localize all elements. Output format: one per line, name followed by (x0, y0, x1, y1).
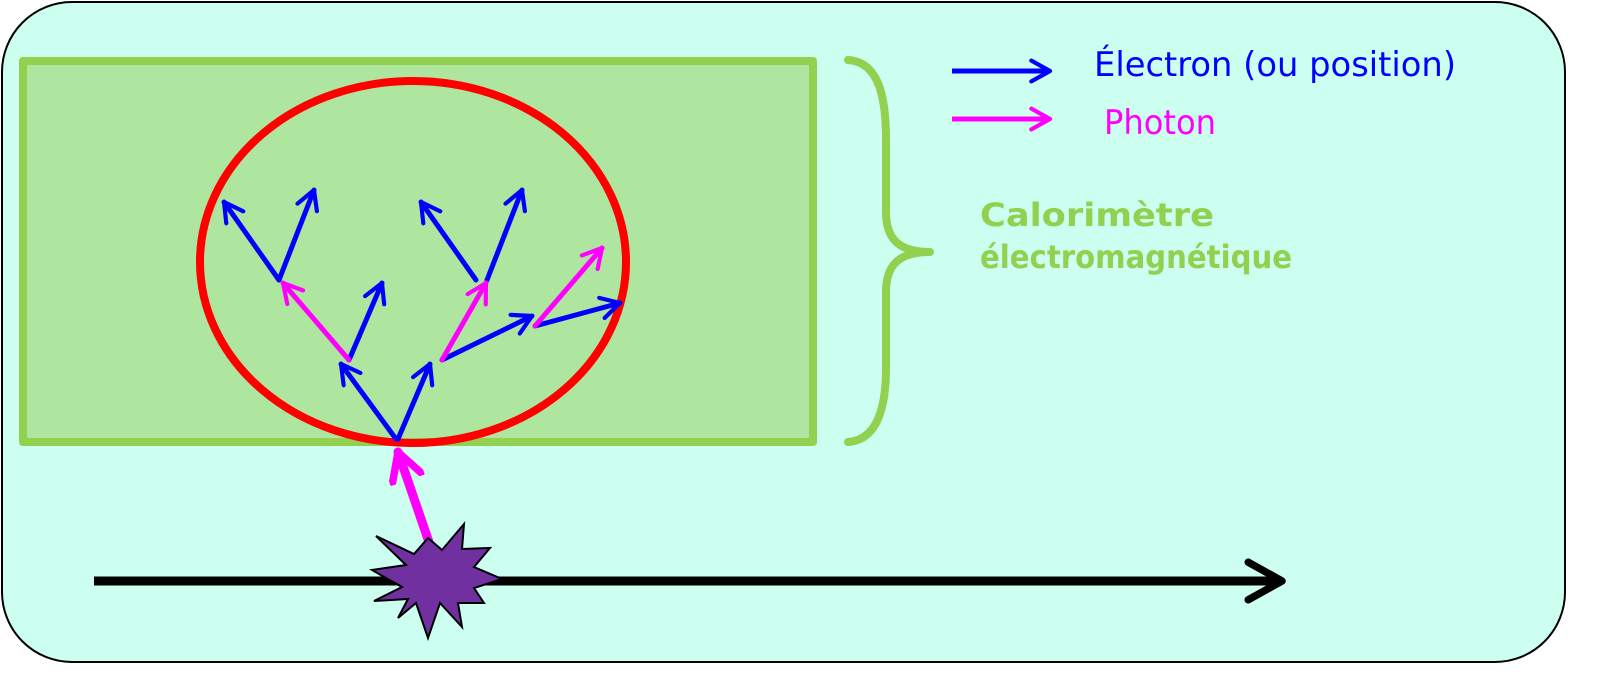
electron-arrow (346, 280, 387, 363)
electron-arrows (221, 187, 623, 442)
electron-arrow (221, 199, 282, 283)
photon-arrow (532, 245, 605, 329)
photon-arrow (439, 280, 489, 363)
legend: Électron (ou position) Photon (952, 44, 1456, 143)
electron-arrow (395, 361, 435, 442)
electron-arrow (276, 187, 319, 283)
photon-arrow (280, 280, 352, 363)
electron-arrow (484, 187, 527, 283)
electron-arrow (418, 199, 479, 283)
starburst-icon (368, 520, 505, 642)
electron-arrow (338, 361, 399, 442)
electron-arrow (532, 295, 623, 329)
legend-electron-label: Électron (ou position) (1094, 44, 1456, 85)
calorimeter-label-line1: Calorimètre (980, 196, 1214, 234)
electron-arrow (439, 312, 535, 363)
legend-photon-label: Photon (1104, 103, 1216, 143)
calorimeter-box (19, 57, 817, 446)
photon-arrows (280, 245, 605, 363)
curly-brace-icon (844, 56, 934, 446)
calorimeter-label-line2: électromagnétique (980, 238, 1292, 276)
incoming-photon-arrow (398, 447, 435, 550)
shower-ellipse (196, 77, 630, 447)
